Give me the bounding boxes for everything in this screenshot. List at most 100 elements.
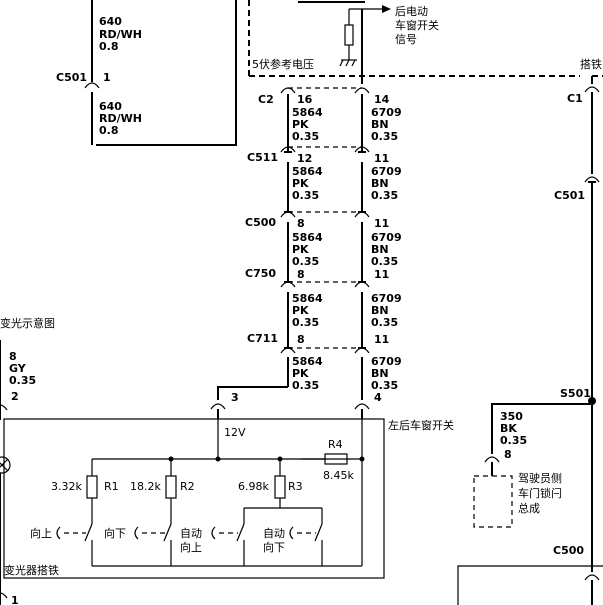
door-latch-label-1: 驾驶员侧	[518, 471, 562, 485]
bn-wire-1-color: BN	[371, 118, 389, 131]
connector-c501-left-pin: 1	[103, 71, 111, 84]
door-latch-label-2: 车门锁闩	[518, 486, 562, 500]
rear-switch-signal: 后电动 车窗开关 信号	[339, 5, 439, 67]
pk-pin-c750: 8	[297, 268, 305, 281]
connector-c501-right: C501	[554, 189, 585, 202]
pk-wire-1-size: 0.35	[292, 130, 319, 143]
pk-wire-4-color: PK	[292, 304, 309, 317]
arrow-icon	[382, 5, 391, 13]
label-dimmer-diagram: 变光示意图	[0, 316, 55, 330]
pk-wire-2-num: 5864	[292, 165, 323, 178]
label-rear-switch-signal-3: 信号	[395, 33, 417, 46]
r1-name: R1	[104, 480, 119, 493]
switch-pin-3: 3	[231, 391, 239, 404]
wire-640-upper-num: 640	[99, 15, 122, 28]
label-dimmer-ground: 变光器搭铁	[4, 563, 59, 577]
connector-c500	[280, 211, 370, 218]
bn-wire-3-color: BN	[371, 243, 389, 256]
r4-value: 8.45k	[323, 469, 354, 482]
dimmer-wire-size: 0.35	[9, 374, 36, 387]
connector-c750	[280, 281, 370, 288]
pk-wire-5-color: PK	[292, 367, 309, 380]
pk-wire-2-color: PK	[292, 177, 309, 190]
wire-350-num: 350	[500, 410, 523, 423]
label-12v: 12V	[224, 426, 246, 439]
switch-auto-up: 自动 向上	[180, 523, 245, 566]
bn-wire-2-color: BN	[371, 177, 389, 190]
pk-pin-c711: 8	[297, 333, 305, 346]
r3-value: 6.98k	[238, 480, 269, 493]
door-latch-pin: 8	[504, 448, 512, 461]
switch-auto-up-label-1: 自动	[180, 527, 202, 540]
bn-pin-c711: 11	[374, 333, 389, 346]
pk-wire-4-num: 5864	[292, 292, 323, 305]
left-module: 640 RD/WH 0.8 C501 1 640 RD/WH 0.8	[56, 0, 237, 146]
bn-wire-5-size: 0.35	[371, 379, 398, 392]
switch-down-label: 向下	[104, 526, 126, 540]
label-rear-switch-signal-1: 后电动	[395, 5, 428, 18]
connector-c2	[280, 87, 370, 94]
ground-icon	[339, 59, 357, 67]
rear-left-window-switch: 左后车窗开关 变光器搭铁 3 4 12V 3.32k R1 18.2k R2 6…	[3, 391, 454, 579]
dimmer-wire-color: GY	[9, 362, 27, 375]
right-ground-circuit: C1 C501 S501 350 BK 0.35 8 驾驶员侧 车门锁闩 总成 …	[457, 76, 603, 605]
connector-c750-label: C750	[245, 267, 276, 280]
dimmer-wire-num: 8	[9, 350, 17, 363]
pk-pin-c2: 16	[297, 93, 313, 106]
bottom-pin: 1	[11, 594, 19, 605]
wire-640-upper-size: 0.8	[99, 40, 119, 53]
pk-wire-5-num: 5864	[292, 355, 323, 368]
connector-c711	[280, 347, 370, 354]
r2-name: R2	[180, 480, 195, 493]
dimmer-wire: 变光示意图 8 GY 0.35 2 1	[0, 316, 55, 605]
bn-wire-3-size: 0.35	[371, 255, 398, 268]
pk-wire-1-color: PK	[292, 118, 309, 131]
bn-wire-4-size: 0.35	[371, 316, 398, 329]
bn-wire-2-num: 6709	[371, 165, 402, 178]
connector-c500-label: C500	[245, 216, 276, 229]
pk-wire-3-color: PK	[292, 243, 309, 256]
r3-name: R3	[288, 480, 303, 493]
bn-wire-4-num: 6709	[371, 292, 402, 305]
switch-down: 向下	[104, 523, 172, 566]
label-5v-reference: 5伏参考电压	[252, 57, 314, 71]
switch-up-label: 向上	[30, 526, 52, 540]
lamp-icon	[0, 456, 11, 474]
pk-pin-c500: 8	[297, 217, 305, 230]
bn-wire-1-size: 0.35	[371, 130, 398, 143]
connector-c2-label: C2	[258, 93, 274, 106]
switch-pin-4: 4	[374, 391, 382, 404]
pk-wire-4-size: 0.35	[292, 316, 319, 329]
wire-640-lower-size: 0.8	[99, 124, 119, 137]
splice-s501-label: S501	[560, 387, 591, 400]
pk-wire-1-num: 5864	[292, 106, 323, 119]
upper-module-boundary: 5伏参考电压 搭铁	[248, 0, 603, 77]
pk-wire-3-num: 5864	[292, 231, 323, 244]
pk-pin-c511: 12	[297, 152, 312, 165]
bn-wire-4-color: BN	[371, 304, 389, 317]
label-rear-left-switch: 左后车窗开关	[388, 418, 454, 432]
bn-wire-2-size: 0.35	[371, 189, 398, 202]
switch-up: 向上	[30, 523, 93, 566]
central-harness: C2 C511 C500 C750 C711 16 12 8 8 8 5864 …	[217, 9, 402, 400]
bn-pin-c750: 11	[374, 268, 389, 281]
r4-name: R4	[328, 438, 343, 451]
door-latch-box	[473, 475, 513, 528]
connector-c711-label: C711	[247, 332, 278, 345]
connector-c501-left: C501	[56, 71, 87, 84]
bn-pin-c500: 11	[374, 217, 389, 230]
connector-c500-right: C500	[553, 544, 584, 557]
bn-pin-c511: 11	[374, 152, 389, 165]
wire-640-upper-color: RD/WH	[99, 28, 142, 41]
pk-wire-5-size: 0.35	[292, 379, 319, 392]
switch-auto-up-label-2: 向上	[180, 540, 202, 554]
pk-wire-3-size: 0.35	[292, 255, 319, 268]
bn-wire-5-color: BN	[371, 367, 389, 380]
label-ground-top-right: 搭铁	[580, 58, 602, 71]
dimmer-pin: 2	[11, 390, 19, 403]
wire-350-color: BK	[500, 422, 517, 435]
wire-640-lower-num: 640	[99, 100, 122, 113]
wire-350-size: 0.35	[500, 434, 527, 447]
connector-c1-right: C1	[567, 92, 583, 105]
